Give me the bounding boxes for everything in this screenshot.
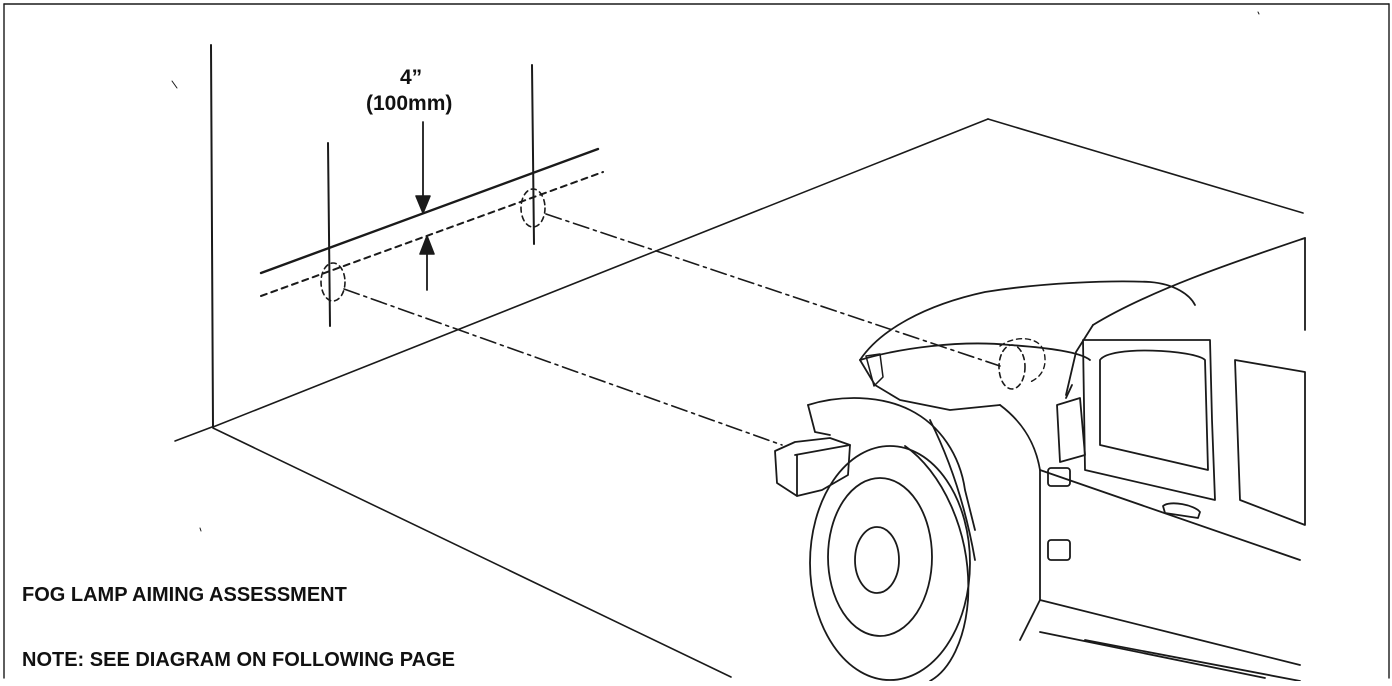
- side-mirror-icon: [1056, 397, 1086, 463]
- headlamp-reference-line: [259, 147, 600, 275]
- wall-target-lines: [259, 64, 604, 327]
- arrow-down-icon: [415, 195, 431, 214]
- right-beam-center-spot: [520, 188, 546, 228]
- front-tire: [809, 445, 971, 681]
- vehicle-illustration: [774, 237, 1306, 682]
- wheel-hub: [854, 526, 900, 594]
- page-frame: [3, 3, 1390, 679]
- wall-and-floor: [174, 44, 1304, 678]
- dimension-label-inches: 4”: [400, 66, 423, 89]
- dimension-arrows: [415, 121, 435, 291]
- fog-lamp-source-spot: [998, 344, 1026, 390]
- dimension-label-millimeters: (100mm): [366, 92, 453, 115]
- figure-caption: FOG LAMP AIMING ASSESSMENT: [22, 584, 347, 606]
- fog-lamp-aim-line: [260, 171, 604, 297]
- door-handle-icon: [1162, 502, 1201, 519]
- figure-note: NOTE: SEE DIAGRAM ON FOLLOWING PAGE: [22, 649, 455, 671]
- beam-projection-lines: [343, 213, 1001, 446]
- arrow-up-icon: [419, 235, 435, 255]
- left-beam-center-spot: [320, 262, 346, 302]
- scan-marks: [171, 11, 1260, 532]
